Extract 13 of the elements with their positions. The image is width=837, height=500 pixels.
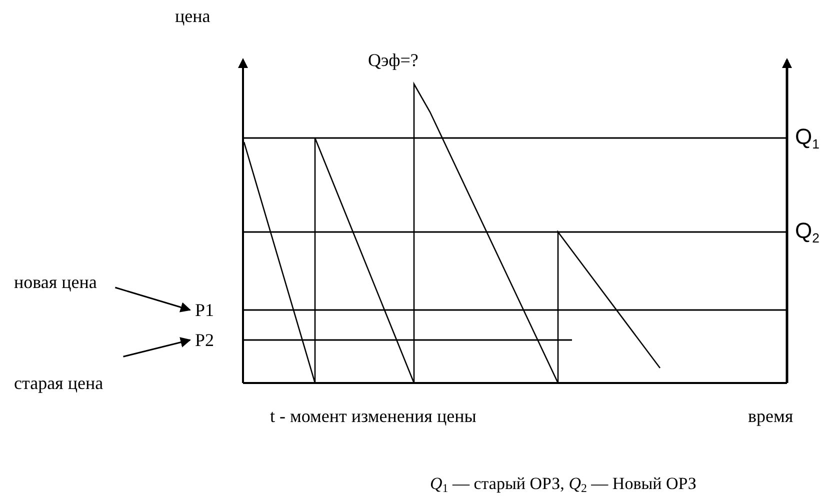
price-level-label: P2: [195, 329, 214, 351]
axis-label: время: [748, 406, 794, 428]
arrow: [114, 286, 191, 312]
axis-label: Qэф=?: [368, 50, 418, 72]
arrow: [123, 337, 192, 358]
price-note: новая цена: [14, 271, 97, 293]
caption: Q$_{1}$ — старый ОРЗ, Q$_{2}$ — Новый ОРЗ: [430, 474, 696, 496]
level-label: Q$_{1}$: [795, 124, 820, 152]
axis-label: цена: [175, 6, 210, 28]
level-label: Q$_{2}$: [795, 218, 820, 246]
axis-label: t - момент изменения цены: [270, 406, 476, 428]
price-level-label: P1: [195, 299, 214, 321]
price-note: старая цена: [14, 372, 104, 394]
